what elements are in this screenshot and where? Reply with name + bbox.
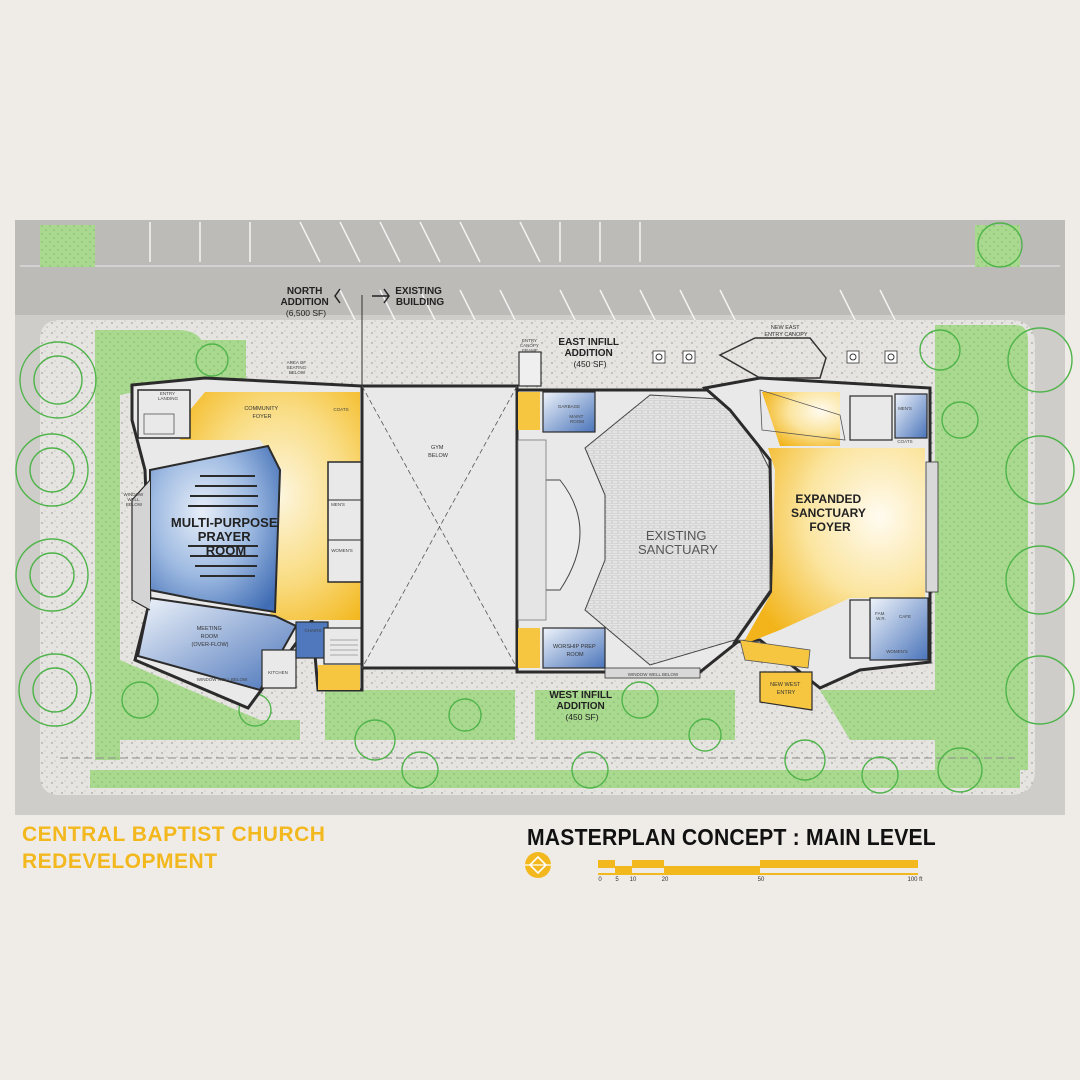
feature-stair-north xyxy=(759,389,846,441)
expanded-sanctuary-foyer-building xyxy=(701,376,939,711)
west-infill-label: WEST INFILL ADDITION (450 SF) xyxy=(549,690,614,722)
gym-below-label: GYM BELOW xyxy=(428,445,449,459)
east-infill-addition xyxy=(518,392,540,430)
window-well-west xyxy=(131,479,151,611)
scale-tick-50: 50 xyxy=(758,877,765,883)
multi-purpose-room-label: MULTI-PURPOSE PRAYER ROOM xyxy=(171,515,281,558)
window-well-label-west: WINDOW WELL BELOW xyxy=(123,492,144,507)
project-title-line-1: CENTRAL BAPTIST CHURCH xyxy=(22,823,326,846)
meeting-room-label: MEETING ROOM (OVER-FLOW) xyxy=(192,626,229,648)
scale-bar: 0 5 10 20 50 100 ft xyxy=(598,860,923,883)
lawn-corner-ne xyxy=(975,225,1020,267)
wheelchair-icon xyxy=(884,350,898,364)
scale-tick-0: 0 xyxy=(598,877,602,883)
window-well-line-label: WINDOW WELL BELOW xyxy=(197,677,248,682)
lawn-south-mid xyxy=(325,690,515,740)
maint-room-label: MAINT ROOM xyxy=(569,414,584,424)
expanded-foyer-area xyxy=(742,448,925,645)
wheelchair-icon xyxy=(846,350,860,364)
wheelchair-icon xyxy=(652,350,666,364)
wheelchair-icons xyxy=(652,350,898,364)
community-foyer-label: COMMUNITY FOYER xyxy=(244,406,279,420)
stair-core-east xyxy=(849,599,871,659)
north-addition xyxy=(130,376,364,710)
sanctuary-stage xyxy=(544,479,581,591)
scale-tick-100: 100 ft xyxy=(907,877,922,883)
lawn-corner-nw xyxy=(40,225,95,267)
feature-stair-south xyxy=(739,639,811,669)
wheelchair-icon xyxy=(682,350,696,364)
entry-stair xyxy=(143,413,175,435)
existing-building-label: EXISTING BUILDING xyxy=(395,286,444,308)
window-well-south xyxy=(604,667,701,679)
garbage-label: GARBAGE xyxy=(558,404,580,409)
coats-room-east xyxy=(849,395,893,441)
north-arrow-icon xyxy=(525,852,551,878)
community-foyer-area xyxy=(180,392,360,620)
project-title-line-2: REDEVELOPMENT xyxy=(22,850,218,873)
new-east-canopy-label: NEW EAST ENTRY CANOPY xyxy=(764,325,808,338)
sanctuary-corridor xyxy=(517,439,547,621)
expanded-foyer-label: EXPANDED SANCTUARY FOYER xyxy=(791,492,869,534)
entry-canopy-frame-label: ENTRY CANOPY FRAME xyxy=(520,338,540,353)
lawn-south-west xyxy=(120,660,300,740)
prayer-room-seating xyxy=(188,475,258,577)
gym-below xyxy=(360,384,519,670)
family-washroom-label: FAM. W.R. xyxy=(875,611,887,621)
entry-landing-label: ENTRY LANDING xyxy=(158,391,179,401)
east-infill-label: EAST INFILL ADDITION (450 SF) xyxy=(558,337,621,369)
womens-label-west: WOMEN'S xyxy=(331,548,353,553)
new-east-entry-canopy xyxy=(718,337,827,379)
mens-washroom-east xyxy=(894,393,928,439)
coats-label-west: COATS xyxy=(333,407,348,412)
scale-tick-20: 20 xyxy=(662,877,669,883)
window-well-south-label: WINDOW WELL BELOW xyxy=(628,672,679,677)
trees xyxy=(15,222,1075,794)
chairs-storage xyxy=(295,621,329,659)
mens-label-east: MEN'S xyxy=(898,406,912,411)
kitchen-label: KITCHEN xyxy=(268,670,288,675)
entry-canopy-frame xyxy=(518,351,542,387)
stair-landing-south xyxy=(318,665,360,690)
project-title: CENTRAL BAPTIST CHURCH REDEVELOPMENT xyxy=(22,821,325,875)
worship-prep-label: WORSHIP PREP ROOM xyxy=(553,644,597,658)
north-addition-label: NORTH ADDITION (6,500 SF) xyxy=(280,286,331,318)
worship-prep-room xyxy=(542,627,606,669)
new-west-entry-area xyxy=(759,671,813,711)
area-below-label: AREA OF SEATING BELOW xyxy=(287,360,308,375)
scale-tick-10: 10 xyxy=(630,877,637,883)
existing-sanctuary-label: EXISTING SANCTUARY xyxy=(638,528,718,557)
scale-tick-5: 5 xyxy=(615,877,619,883)
addition-arrow-icon xyxy=(334,288,390,304)
new-west-entry-label: NEW WEST ENTRY xyxy=(770,682,802,696)
womens-label-east: WOMEN'S xyxy=(886,649,908,654)
parking-lot xyxy=(15,220,1065,315)
lawn-east-strip xyxy=(935,325,1028,770)
cafe-label: CAFE xyxy=(899,614,911,619)
lawn-bottom-strip xyxy=(90,770,1020,788)
stair-core xyxy=(323,627,363,665)
lawn-west-strip xyxy=(95,330,205,760)
mens-label-west: MEN'S xyxy=(331,502,345,507)
coats-label-east: COATS xyxy=(897,439,912,444)
garbage-maint-room xyxy=(542,391,596,433)
washrooms-block xyxy=(327,461,363,583)
plan-title: MASTERPLAN CONCEPT : MAIN LEVEL xyxy=(527,824,936,850)
west-infill-addition xyxy=(518,628,540,668)
kitchen-room xyxy=(261,649,297,689)
window-well-east xyxy=(925,461,939,593)
lawn-south-east xyxy=(535,690,735,740)
chairs-label: CHAIRS xyxy=(304,628,321,633)
lawn-south-right xyxy=(820,690,935,740)
